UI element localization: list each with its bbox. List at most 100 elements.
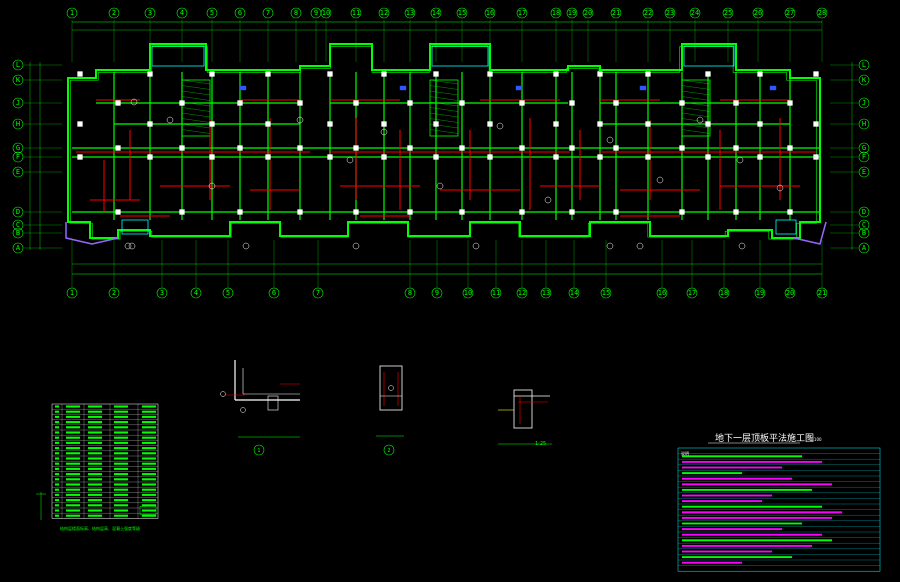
column: [237, 145, 243, 151]
axis-bubble-left: [12, 206, 24, 218]
axis-label-bottom: 17: [688, 289, 696, 297]
column: [353, 100, 359, 106]
table-cell-value: [65, 447, 81, 450]
axis-label-top: 23: [666, 9, 674, 17]
stair-tread: [429, 96, 459, 101]
column: [757, 154, 763, 160]
column: [679, 100, 685, 106]
note-text-line: [681, 539, 833, 542]
table-cell-value: [141, 473, 157, 476]
stair-tread: [181, 107, 211, 112]
note-text-line: [681, 455, 803, 458]
axis-bubble-bottom: [431, 287, 443, 299]
rebar-tag: [776, 184, 784, 192]
stair-core: [181, 79, 211, 137]
axis-bubble-top: [664, 7, 676, 19]
rebar-tag: [130, 98, 138, 106]
note-text-line: [681, 500, 763, 503]
balcony-right: [793, 221, 827, 245]
column: [787, 145, 793, 151]
plan-columns: [77, 71, 819, 250]
axis-bubble-left: [12, 97, 24, 109]
rebar-tag: [208, 182, 216, 190]
axis-bubble-right: [858, 59, 870, 71]
axis-label-bottom: 5: [226, 289, 230, 297]
column: [209, 71, 215, 77]
table-cell-value: [87, 441, 103, 444]
note-text-line: [681, 511, 843, 514]
table-cell-value: [65, 488, 81, 491]
table-cell-value: [87, 483, 103, 486]
axis-bubble-right: [858, 206, 870, 218]
floor-level-table: [36, 403, 159, 520]
note-text-line: [681, 494, 773, 497]
opening-mark: [639, 85, 647, 91]
plan-rebar: [76, 85, 816, 217]
note-text-line: [681, 528, 783, 531]
axis-bubble-bottom: [568, 287, 580, 299]
table-cell-value: [113, 478, 129, 481]
table-cell-value: [54, 488, 60, 491]
column: [327, 121, 333, 127]
table-cell-value: [141, 509, 157, 512]
table-highlight: [139, 506, 157, 515]
column: [265, 71, 271, 77]
axis-bubble-left: [12, 242, 24, 254]
axis-bubble-right: [858, 74, 870, 86]
axis-bubble-left: [12, 74, 24, 86]
table-cell-value: [141, 483, 157, 486]
table-cell-value: [65, 452, 81, 455]
axis-bubble-top: [262, 7, 274, 19]
note-text-line: [681, 556, 793, 559]
axis-bubble-bottom: [656, 287, 668, 299]
column: [787, 209, 793, 215]
axis-bubble-top: [378, 7, 390, 19]
column: [487, 154, 493, 160]
axis-label-bottom: 21: [818, 289, 826, 297]
axis-bubble-bottom: [268, 287, 280, 299]
rebar-tag: [166, 116, 174, 124]
axis-label-top: 16: [486, 9, 494, 17]
table-cell-value: [87, 509, 103, 512]
column: [553, 154, 559, 160]
column: [237, 209, 243, 215]
column: [265, 121, 271, 127]
table-cell-value: [141, 467, 157, 470]
table-cell-value: [113, 421, 129, 424]
table-cell-value: [141, 410, 157, 413]
note-text-line: [681, 522, 803, 525]
stair-tread: [681, 96, 711, 101]
axis-label-top: 11: [352, 9, 360, 17]
column: [813, 121, 819, 127]
opening-mark: [399, 85, 407, 91]
axis-bubble-top: [516, 7, 528, 19]
table-cell-value: [54, 462, 60, 465]
axis-label-bottom: 8: [408, 289, 412, 297]
table-cell-value: [87, 447, 103, 450]
table-cell-value: [54, 431, 60, 434]
table-cell-value: [87, 405, 103, 408]
shaft-outline: [683, 45, 735, 67]
detail-2-bubble: [383, 444, 395, 456]
axis-label-right: D: [862, 208, 866, 216]
axis-bubble-right: [858, 242, 870, 254]
stair-tread: [181, 118, 211, 123]
table-cell-value: [141, 457, 157, 460]
table-cell-value: [113, 499, 129, 502]
axis-label-top: 3: [148, 9, 152, 17]
table-cell-value: [87, 478, 103, 481]
axis-label-bottom: 6: [272, 289, 276, 297]
column: [613, 100, 619, 106]
column: [381, 71, 387, 77]
table-cell-value: [141, 493, 157, 496]
axis-label-top: 17: [518, 9, 526, 17]
axis-label-right: C: [862, 221, 866, 229]
column: [813, 154, 819, 160]
rebar-tag: [636, 242, 644, 250]
table-cell-value: [113, 462, 129, 465]
column: [77, 154, 83, 160]
axis-label-right: E: [862, 168, 866, 176]
axis-label-right: G: [862, 144, 866, 152]
table-cell-value: [54, 410, 60, 413]
column: [613, 209, 619, 215]
